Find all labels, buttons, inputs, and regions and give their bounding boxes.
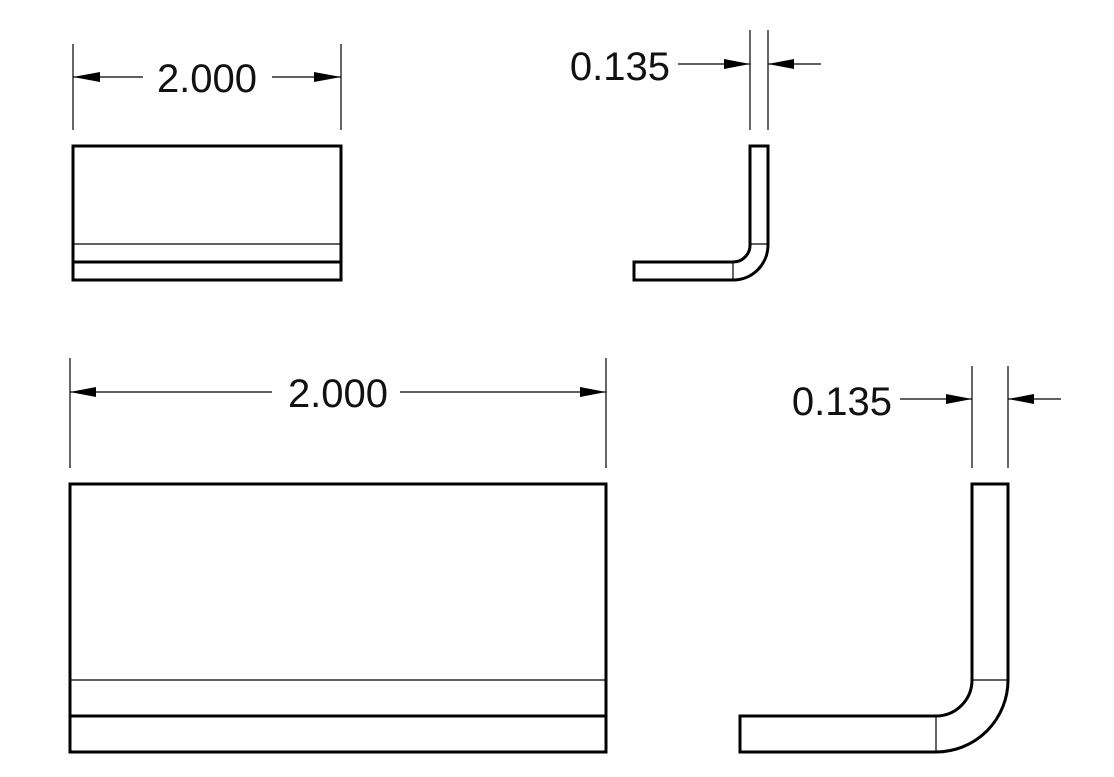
- part-outline: [68, 482, 608, 754]
- l-bracket-profile: [738, 482, 1010, 754]
- part-outline: [71, 144, 343, 282]
- side-view-small: 0.135: [570, 30, 821, 282]
- arrow-right-icon: [314, 72, 341, 82]
- dimension-label-thickness: 0.135: [570, 45, 670, 89]
- arrow-left-icon: [1008, 394, 1034, 404]
- arrow-left-icon: [73, 72, 100, 82]
- front-view-large: 2.000: [68, 358, 608, 754]
- arrow-right-icon: [946, 394, 972, 404]
- dimension-label-thickness: 0.135: [792, 380, 892, 424]
- dimension-label-width: 2.000: [157, 57, 257, 101]
- side-view-large: 0.135: [738, 366, 1061, 754]
- l-bracket-profile: [632, 144, 770, 282]
- dimension-label-width: 2.000: [288, 372, 388, 416]
- front-view-small: 2.000: [71, 44, 343, 282]
- arrow-left-icon: [70, 387, 96, 397]
- arrow-right-icon: [580, 387, 606, 397]
- arrow-right-icon: [724, 59, 750, 69]
- arrow-left-icon: [768, 59, 794, 69]
